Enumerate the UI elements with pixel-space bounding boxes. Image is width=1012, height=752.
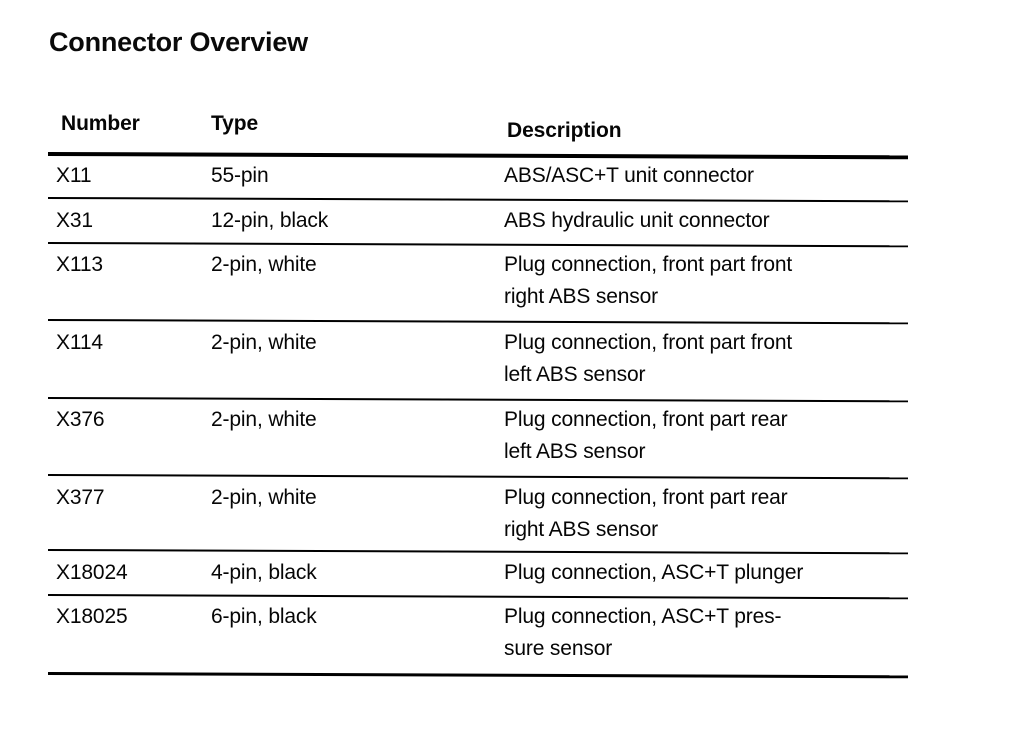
- table-rule: [47, 197, 908, 203]
- cell-description: ABS hydraulic unit connector: [504, 209, 770, 232]
- cell-number: X31: [56, 209, 93, 232]
- table-header-row: Number Type Description: [0, 108, 1012, 148]
- table-rule: [47, 549, 908, 555]
- cell-description: Plug connection, front part front left A…: [504, 331, 793, 386]
- cell-type: 2-pin, white: [211, 408, 317, 431]
- cell-number: X11: [56, 164, 92, 187]
- cell-type: 55-pin: [211, 164, 269, 187]
- table-rule: [47, 319, 908, 325]
- cell-type: 12-pin, black: [211, 209, 329, 232]
- page-title: Connector Overview: [49, 27, 308, 57]
- table-rule-header: [47, 152, 909, 160]
- table-rule: [47, 474, 908, 480]
- cell-number: X376: [56, 408, 105, 431]
- cell-number: X113: [56, 253, 103, 276]
- table-rule: [47, 397, 908, 403]
- cell-description: Plug connection, front part rear right A…: [504, 486, 788, 541]
- cell-description: Plug connection, ASC+T plunger: [504, 561, 804, 584]
- table-rule: [47, 594, 908, 600]
- column-header-number: Number: [61, 112, 140, 135]
- cell-number: X114: [56, 331, 103, 354]
- cell-description: Plug connection, ASC+T pres- sure sensor: [504, 605, 782, 660]
- cell-description: Plug connection, front part front right …: [504, 253, 793, 308]
- cell-number: X377: [56, 486, 105, 509]
- cell-number: X18025: [56, 605, 128, 628]
- cell-description: ABS/ASC+T unit connector: [504, 164, 754, 187]
- cell-type: 2-pin, white: [211, 331, 317, 354]
- cell-description: Plug connection, front part rear left AB…: [504, 408, 788, 463]
- column-header-type: Type: [211, 112, 259, 135]
- cell-type: 4-pin, black: [211, 561, 317, 584]
- cell-type: 2-pin, white: [211, 486, 317, 509]
- column-header-description: Description: [507, 119, 622, 142]
- cell-type: 6-pin, black: [211, 605, 317, 628]
- table-rule-bottom: [47, 672, 908, 679]
- table-rule: [47, 242, 908, 248]
- cell-number: X18024: [56, 561, 128, 584]
- cell-type: 2-pin, white: [211, 253, 317, 276]
